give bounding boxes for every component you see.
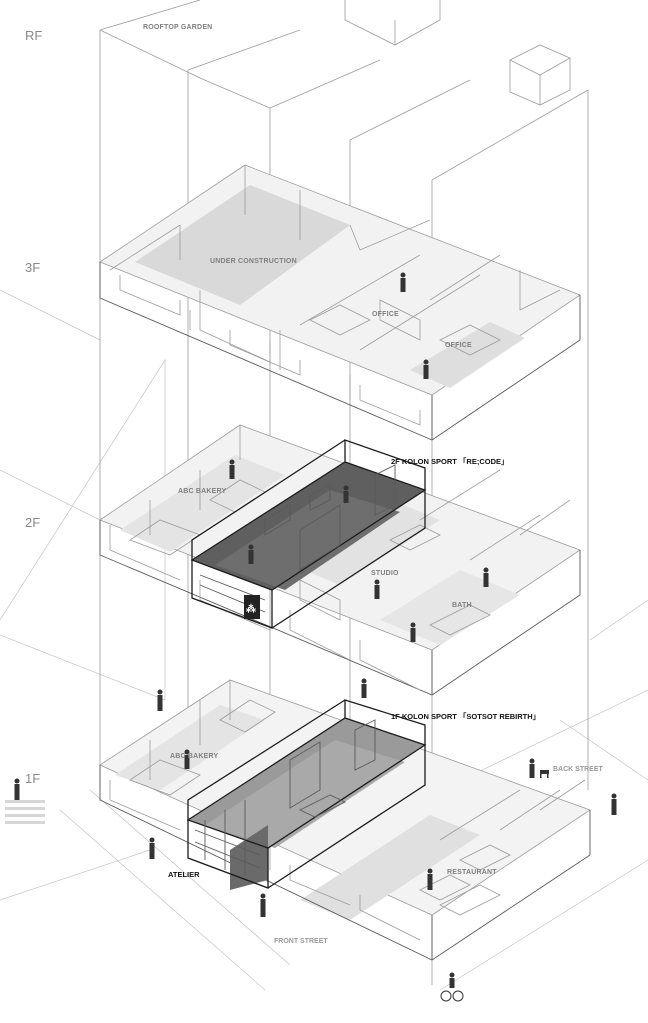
dog-figure [540,770,549,778]
room-label-bath: BATH [452,602,472,609]
room-label-abc-bakery-2f: ABC BAKERY [178,488,227,495]
person-figure [374,579,380,599]
person-figure [611,793,617,815]
floor-label-3f: 3F [25,260,40,275]
room-label-rooftop: ROOFTOP GARDEN [143,24,212,31]
street-label-back: BACK STREET [553,766,604,773]
rooftop-structures [99,0,571,109]
street-label-front: FRONT STREET [274,938,328,945]
person-figure [157,689,163,711]
person-figure [248,544,254,564]
person-figure [184,749,190,769]
store-label-2f: 2F KOLON SPORT 「RE;CODE」 [391,456,509,466]
person-figure [427,868,433,890]
person-figure [343,485,349,503]
room-label-under-construction: UNDER CONSTRUCTION [210,258,297,265]
store-label-atelier: ATELIER [168,870,200,879]
floor-3f [99,164,581,441]
floor-label-2f: 2F [25,515,40,530]
person-figure [149,837,155,859]
person-figure [529,758,535,778]
person-figure [410,622,416,642]
crosswalk [5,800,45,824]
people-figures [14,272,617,1002]
person-figure [14,778,20,800]
room-label-studio: STUDIO [371,570,399,577]
floor-label-rf: RF [25,28,42,43]
floor-label-1f: 1F [25,771,40,786]
kolon-sport-1f-box [186,699,427,890]
person-figure [400,272,406,292]
person-figure [229,459,235,479]
cyclist-figure [440,972,464,1002]
room-label-restaurant: RESTAURANT [447,869,497,876]
store-label-1f: 1F KOLON SPORT 「SOTSOT REBIRTH」 [391,711,540,721]
person-figure [361,678,367,698]
person-figure [260,893,266,917]
person-figure [423,359,429,379]
room-label-office-1: OFFICE [372,311,399,318]
room-label-abc-bakery-1f: ABC BAKERY [170,753,219,760]
kolon-logo-mark: ⁂ [246,603,256,615]
room-label-office-2: OFFICE [445,342,472,349]
person-figure [483,567,489,587]
